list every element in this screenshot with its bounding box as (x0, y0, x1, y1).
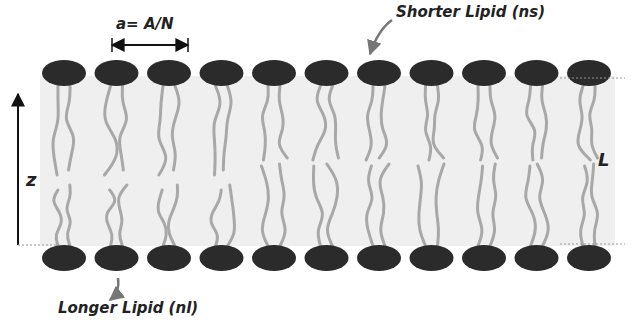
lipid-tail (262, 86, 268, 160)
lipid-tail (313, 86, 326, 160)
lipid-tail (542, 86, 547, 158)
lipid-tail (168, 185, 177, 246)
lipid-tail (119, 185, 127, 246)
lipid-tail (211, 190, 221, 246)
lipid-tail (53, 86, 58, 175)
lipid-tail (527, 86, 535, 160)
lipid-tail (327, 164, 338, 246)
lipid-tail (261, 166, 268, 246)
lipid-head (252, 60, 296, 86)
lipid-tail (436, 164, 444, 246)
lipid-tail (329, 86, 338, 158)
lipid-tail (591, 164, 597, 246)
lipid-tail (313, 166, 322, 246)
lipid-tail (279, 86, 287, 158)
lipid-head (357, 60, 401, 86)
shorter-lipid-label: Shorter Lipid (ns) (396, 4, 545, 21)
lipid-tail (578, 86, 590, 160)
lipid-tail (380, 164, 389, 246)
lipid-tail (379, 86, 386, 158)
lipid-head (42, 60, 86, 86)
lipid-head (252, 245, 296, 271)
lipid-tail (120, 86, 127, 170)
tick (187, 38, 189, 52)
lipid-head (410, 245, 454, 271)
lipid-head (200, 245, 244, 271)
spacing-label: a= A/N (116, 16, 174, 33)
leader-line (110, 278, 118, 300)
lipid-tail (478, 166, 483, 246)
lipid-tail (66, 86, 73, 170)
z-axis-arrow (17, 94, 19, 245)
lipid-head (147, 245, 191, 271)
lipid-heads (42, 60, 611, 271)
lipid-head (305, 245, 349, 271)
lipid-head (567, 245, 611, 271)
lipid-head (95, 245, 139, 271)
thickness-label: L (598, 150, 609, 170)
membrane-band (40, 76, 615, 246)
lipid-tail (159, 86, 166, 175)
lipid-tail (172, 86, 179, 170)
lipid-tail (581, 166, 588, 246)
lipid-head (200, 60, 244, 86)
lipid-head (515, 245, 559, 271)
lipid-tail (228, 185, 235, 246)
lipid-tail (490, 86, 497, 158)
lipid-head (357, 245, 401, 271)
lipid-tail (526, 166, 536, 246)
longer-lipid-label: Longer Lipid (nl) (58, 300, 198, 317)
lipid-head (515, 60, 559, 86)
dimension-line (560, 244, 625, 245)
lipid-head (42, 245, 86, 271)
lipid-tail (537, 164, 548, 246)
lipid-tail (433, 86, 444, 158)
lipid-tail (418, 166, 426, 246)
dimension-line (18, 245, 60, 246)
leader-line (370, 20, 392, 54)
lipid-tail (280, 164, 286, 246)
spacing-arrow (112, 44, 188, 46)
z-axis-label: z (26, 170, 36, 190)
lipid-tail (214, 86, 220, 175)
lipid-tail (67, 185, 70, 246)
lipid-tail (223, 86, 231, 170)
lipid-tail (367, 166, 373, 246)
lipid-tails (53, 86, 598, 246)
lipid-head (462, 60, 506, 86)
lipid-tail (366, 86, 373, 160)
dimension-line (560, 78, 625, 79)
lipid-tail (104, 86, 117, 175)
lipid-tail (107, 190, 115, 246)
tick (111, 38, 113, 52)
lipid-head (410, 60, 454, 86)
lipid-head (95, 60, 139, 86)
lipid-tail (490, 164, 496, 246)
lipid-head (462, 245, 506, 271)
lipid-tail (474, 86, 482, 160)
lipid-head (147, 60, 191, 86)
lipid-head (305, 60, 349, 86)
lipid-tail (158, 190, 166, 246)
lipid-tail (590, 86, 598, 158)
lipid-tail (425, 86, 430, 160)
lipid-tail (54, 190, 61, 246)
lipid-head (567, 60, 611, 86)
